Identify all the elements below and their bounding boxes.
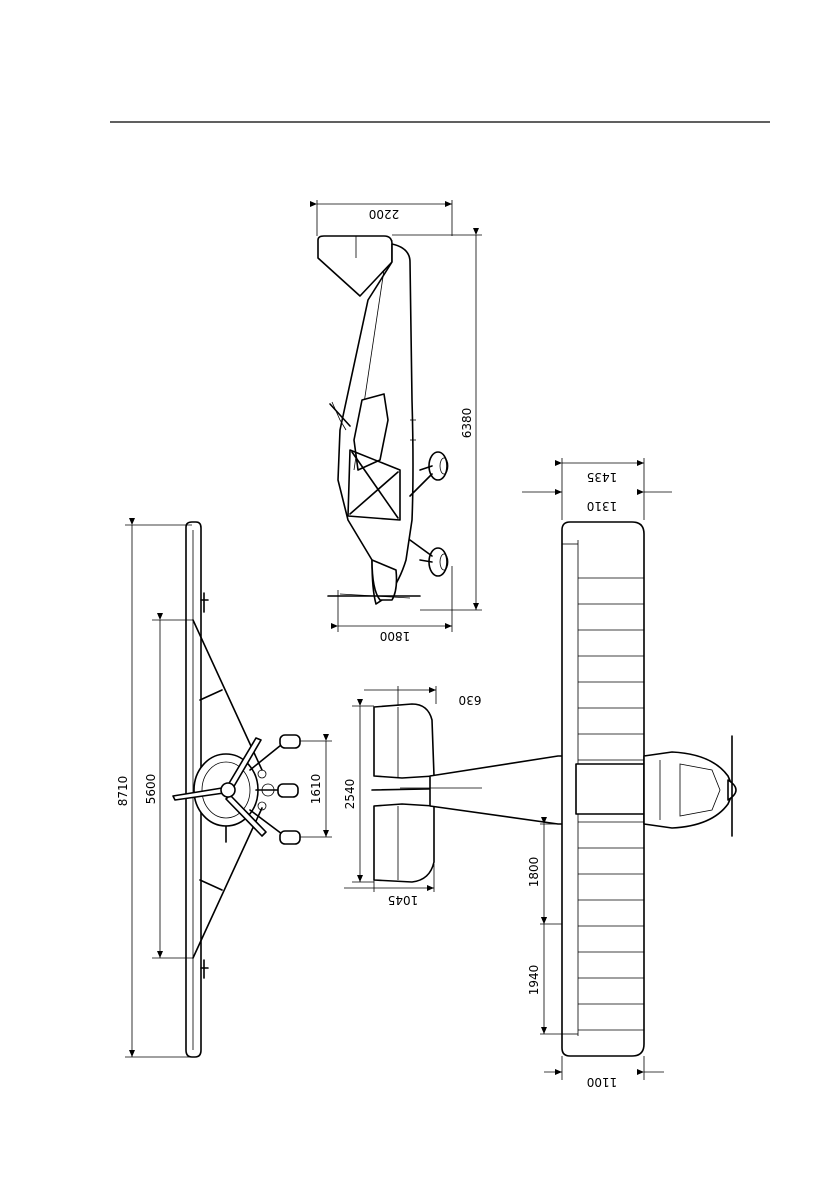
dim-wing-chord: 1310: [587, 499, 618, 513]
dim-gear-track: 1610: [309, 774, 323, 805]
dim-stab-chord: 1045: [388, 893, 419, 907]
dim-stab-span: 2540: [343, 779, 357, 810]
dim-flap-span: 1800: [527, 857, 541, 888]
dim-height: 2200: [369, 207, 400, 221]
top-view: [372, 522, 736, 1056]
dim-aileron-span: 1940: [527, 965, 541, 996]
dim-wing-chord-outer: 1435: [587, 470, 618, 484]
dim-elevator-offset: 630: [459, 693, 482, 707]
dim-wing-tip-chord: 1100: [587, 1075, 618, 1089]
dim-strut-span: 5600: [144, 774, 158, 805]
dim-float-base: 1800: [380, 629, 411, 643]
front-view: [173, 522, 300, 1057]
side-view: [318, 236, 448, 604]
dim-length: 6380: [460, 408, 474, 439]
dim-wingspan: 8710: [116, 776, 130, 807]
